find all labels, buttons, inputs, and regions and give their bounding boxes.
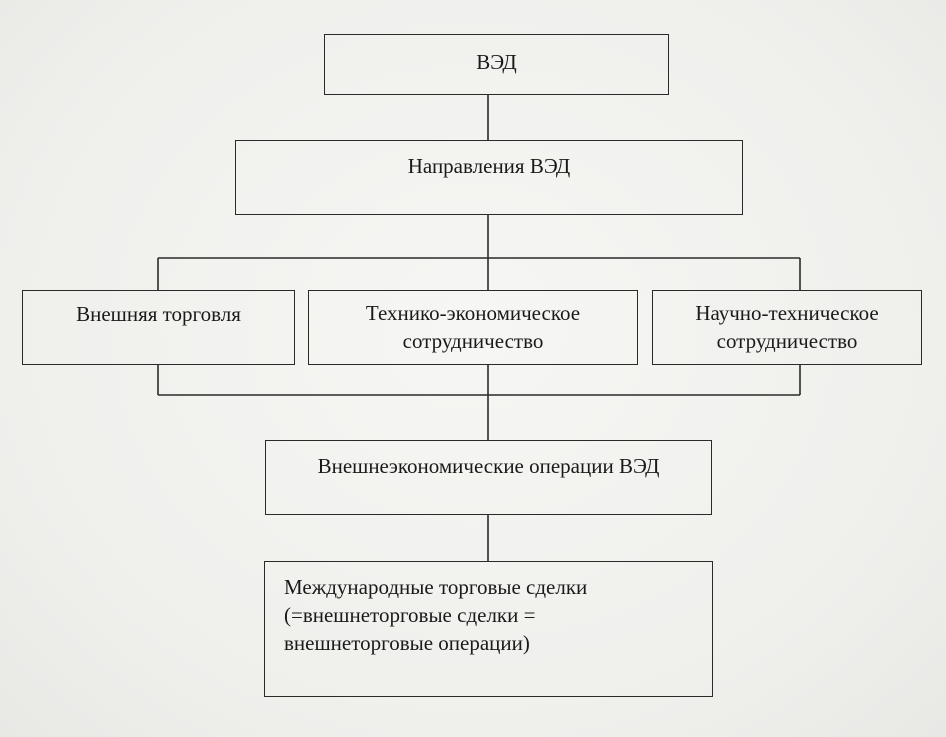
node-sci-tech-line-1: Научно-техническое — [695, 301, 879, 325]
node-foreign-economic-operations: Внешнеэкономические операции ВЭД — [265, 440, 712, 515]
node-international-trade-deals: Международные торговые сделки (=внешнето… — [264, 561, 713, 697]
node-ved: ВЭД — [324, 34, 669, 95]
node-operations-label: Внешнеэкономические операции ВЭД — [317, 454, 660, 478]
node-foreign-trade: Внешняя торговля — [22, 290, 295, 365]
node-foreign-trade-label: Внешняя торговля — [76, 302, 241, 326]
node-sci-tech-line-2: сотрудничество — [716, 329, 858, 353]
node-deals-line-1: Международные торговые сделки — [284, 575, 588, 599]
node-ved-label: ВЭД — [476, 50, 517, 74]
node-tech-economic-cooperation: Технико-экономическое сотрудничество — [308, 290, 638, 365]
node-directions-label: Направления ВЭД — [407, 154, 571, 178]
node-deals-line-2: (=внешнеторговые сделки = — [284, 603, 536, 627]
node-tech-economic-line-1: Технико-экономическое — [365, 301, 581, 325]
node-deals-line-3: внешнеторговые операции) — [284, 631, 530, 655]
node-sci-tech-cooperation: Научно-техническое сотрудничество — [652, 290, 922, 365]
node-directions: Направления ВЭД — [235, 140, 743, 215]
node-tech-economic-line-2: сотрудничество — [402, 329, 544, 353]
